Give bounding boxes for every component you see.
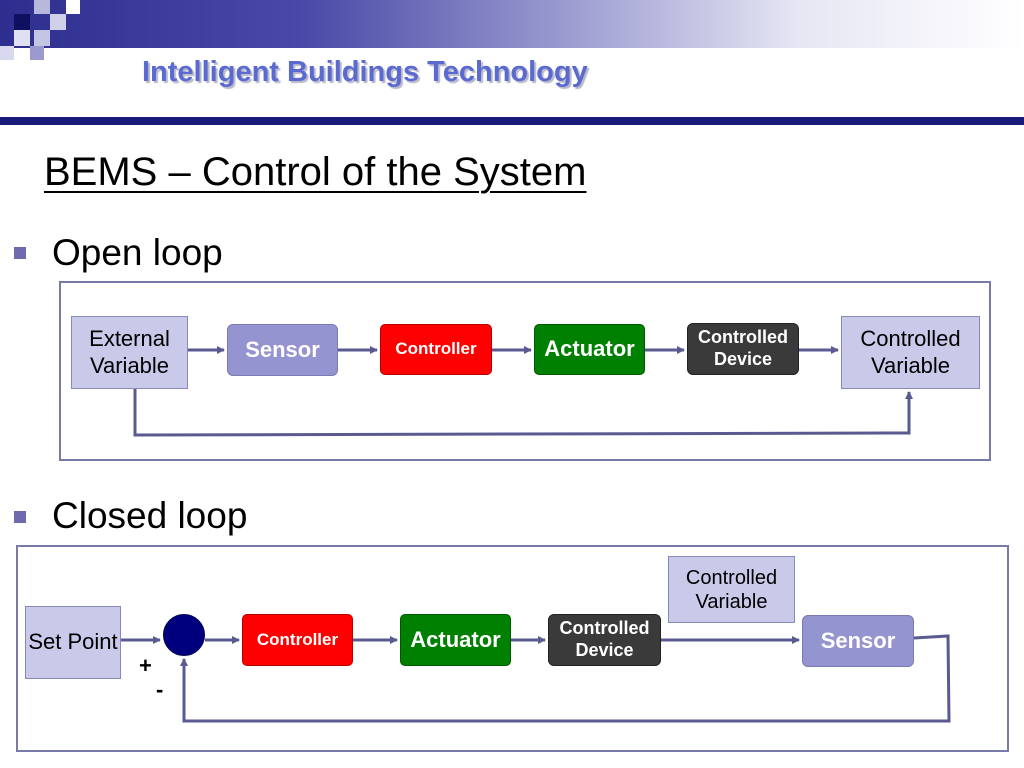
open-actuator: Actuator xyxy=(534,324,645,375)
bullet-square xyxy=(14,511,26,523)
arrow-feedback-sensor-to-junction xyxy=(180,634,951,723)
brand-title: Intelligent Buildings Technology xyxy=(142,56,588,88)
open-controller: Controller xyxy=(380,324,492,375)
bullet-square xyxy=(14,247,26,259)
plus-sign: + xyxy=(139,653,152,678)
closed-controlled-device: Controlled Device xyxy=(548,614,661,666)
open-loop-frame xyxy=(59,281,991,461)
closed-controller: Controller xyxy=(242,614,353,666)
minus-sign: - xyxy=(156,677,164,702)
decor-square xyxy=(66,0,80,14)
decor-square xyxy=(14,14,30,30)
decor-square xyxy=(30,46,44,60)
decor-square xyxy=(34,30,50,46)
open-controlled-device: Controlled Device xyxy=(687,323,799,375)
closed-sensor: Sensor xyxy=(802,615,914,667)
closed-loop-frame xyxy=(16,545,1009,752)
decor-square xyxy=(0,46,14,60)
closed-loop-heading: Closed loop xyxy=(52,495,248,536)
decor-square xyxy=(14,30,30,46)
open-loop-heading: Open loop xyxy=(52,232,223,273)
open-sensor: Sensor xyxy=(227,324,338,376)
closed-actuator: Actuator xyxy=(400,614,511,666)
header-gradient-band xyxy=(0,0,1024,48)
open-external-variable: External Variable xyxy=(71,316,188,389)
open-controlled-variable: Controlled Variable xyxy=(841,316,980,389)
closed-controlled-variable: Controlled Variable xyxy=(668,556,795,623)
slide-title: BEMS – Control of the System xyxy=(44,150,587,194)
summing-junction xyxy=(163,614,205,656)
decor-square xyxy=(50,14,66,30)
arrow-bypass-external-to-controlled-variable xyxy=(133,389,913,437)
header-rule xyxy=(0,117,1024,125)
decor-square xyxy=(34,0,50,14)
closed-set-point: Set Point xyxy=(25,606,121,679)
